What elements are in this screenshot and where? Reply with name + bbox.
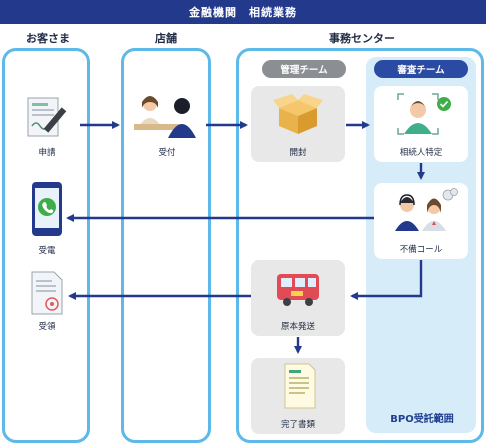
- smartphone-icon: [32, 182, 62, 236]
- branch-lane: [121, 48, 211, 443]
- application-node: 申請: [18, 92, 76, 160]
- arrow-call-to-return: [350, 260, 423, 300]
- application-label: 申請: [38, 148, 56, 158]
- call-received-node: 受電: [18, 180, 76, 258]
- deficiency-call-label: 不備コール: [399, 245, 443, 255]
- reception-label: 受付: [158, 148, 176, 158]
- customer-lane: [2, 48, 90, 443]
- completed-documents-node: 完了書類: [251, 358, 345, 434]
- face-verification-icon: [397, 93, 451, 135]
- counter-staff-icon: [134, 96, 196, 138]
- call-received-label: 受電: [38, 246, 56, 256]
- opening-label: 開封: [289, 148, 307, 158]
- stamped-document-icon: [31, 271, 63, 315]
- original-return-label: 原本発送: [280, 322, 315, 332]
- deficiency-call-node: 不備コール: [374, 183, 468, 259]
- column-title-office: 事務センター: [329, 32, 395, 45]
- completed-document-icon: [284, 363, 316, 409]
- receipt-node: 受領: [18, 268, 76, 336]
- delivery-truck-icon: [277, 274, 319, 306]
- open-box-icon: [273, 94, 323, 134]
- original-return-node: 原本発送: [251, 260, 345, 336]
- review-team-label: 審査チーム: [374, 60, 468, 78]
- call-operators-icon: [395, 188, 458, 231]
- column-title-customer: お客さま: [26, 32, 70, 45]
- reception-node: 受付: [128, 88, 206, 160]
- opening-node: 開封: [251, 86, 345, 162]
- receipt-label: 受領: [38, 322, 56, 332]
- bpo-scope-label: BPO受託範囲: [390, 414, 454, 425]
- heir-identification-node: 相続人特定: [374, 86, 468, 162]
- completed-documents-label: 完了書類: [280, 420, 315, 430]
- heir-identification-label: 相続人特定: [399, 148, 443, 158]
- management-team-label: 管理チーム: [262, 60, 346, 78]
- process-banner: 金融機関 相続業務: [0, 0, 486, 24]
- column-title-branch: 店舗: [155, 32, 177, 45]
- application-form-icon: [27, 97, 67, 137]
- banner-title: 金融機関 相続業務: [189, 6, 297, 19]
